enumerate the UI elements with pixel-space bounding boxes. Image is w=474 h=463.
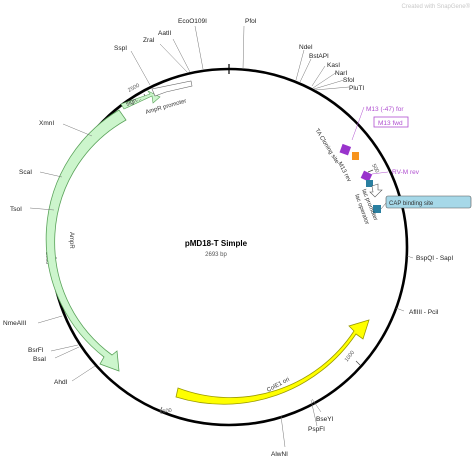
leader-alwni [280, 415, 286, 448]
plasmid-length: 2693 bp [205, 252, 227, 258]
site-alwni[interactable]: AlwNI [271, 451, 288, 458]
ampr-promoter-label: AmpR promoter [145, 98, 187, 115]
site-kasi[interactable]: KasI [327, 62, 340, 69]
tick-label-1500: 1500 [159, 408, 172, 416]
site-pfoi[interactable]: PfoI [245, 18, 257, 25]
site-pluti[interactable]: PluTI [349, 85, 364, 92]
ta-cloning-site-marker[interactable] [352, 152, 359, 160]
site-nmeaiii[interactable]: NmeAIII [3, 320, 27, 327]
m13-fwd-label: M13 fwd [378, 120, 403, 127]
site-pspfi[interactable]: PspFI [308, 426, 325, 433]
rv-m-rev-label[interactable]: RV-M rev [392, 169, 420, 176]
cole1-ori-arrow[interactable] [175, 319, 370, 405]
m13-47-for-leader [351, 106, 365, 141]
leader-bseyi [311, 398, 322, 413]
tick-label-2500: 2500 [127, 83, 141, 94]
site-bspqi-sapi[interactable]: BspQI - SapI [416, 255, 453, 262]
leader-pfoi [242, 25, 245, 70]
ampr-feature-arrow[interactable] [45, 109, 127, 372]
leader-aatii [172, 38, 191, 73]
ta-cloning-site-label: TA Cloning site [313, 128, 340, 166]
leader-bsai [54, 346, 80, 359]
cap-binding-site-marker[interactable] [373, 205, 381, 213]
site-bstapi[interactable]: BstAPI [309, 53, 329, 60]
cap-binding-site-box[interactable] [385, 195, 472, 209]
ampr-promoter-arrow[interactable] [151, 80, 193, 97]
site-eco0109i[interactable]: EcoO109I [178, 18, 207, 25]
cap-binding-site-leader [380, 202, 387, 210]
site-bsrfi[interactable]: BsrFI [28, 347, 44, 354]
site-sfoi[interactable]: SfoI [343, 77, 355, 84]
site-nari[interactable]: NarI [335, 70, 347, 77]
lac-operator-marker[interactable] [366, 180, 373, 187]
leader-xmni [62, 123, 93, 137]
site-ndei[interactable]: NdeI [299, 44, 313, 51]
site-xmni[interactable]: XmnI [39, 120, 54, 127]
m13-47-for-label[interactable]: M13 (-47) for [366, 106, 404, 113]
site-leaders [29, 25, 414, 448]
leader-nari [312, 71, 338, 89]
tick-mark-1000 [355, 360, 361, 366]
leader-bspqi-sapi [406, 255, 414, 259]
site-bsai[interactable]: BsaI [33, 356, 46, 363]
site-aatii[interactable]: AatII [158, 30, 172, 37]
leader-scai [39, 171, 63, 178]
site-zrai[interactable]: ZraI [143, 37, 155, 44]
site-bseyi[interactable]: BseYI [316, 416, 334, 423]
rv-m-rev-leader [371, 171, 389, 175]
leader-bstapi [299, 58, 312, 83]
leader-eco0109i [194, 25, 204, 70]
tick-mark-500 [367, 169, 374, 173]
leader-sspi [130, 50, 151, 86]
tick-label-500: 500 [370, 163, 380, 174]
ampr-label: AmpR [68, 232, 74, 249]
leader-zrai [159, 43, 189, 74]
leader-afliii-pcii [395, 307, 405, 312]
lac-promoter-arrow[interactable] [369, 183, 383, 198]
leader-bsrfi [50, 344, 79, 352]
leader-nmeaiii [37, 315, 63, 324]
cap-binding-site-label: CAP binding site [389, 201, 434, 207]
plasmid-name: pMD18-T Simple [185, 239, 248, 248]
leader-sfoi [313, 79, 345, 90]
watermark: Created with SnapGene® [402, 3, 471, 10]
leader-tsoi [29, 207, 55, 211]
site-tsoi[interactable]: TsoI [10, 206, 22, 213]
tick-mark-1500 [159, 406, 163, 413]
m13-47-for-primer-mark[interactable] [339, 143, 352, 156]
signal-label: sign... [125, 96, 142, 108]
m13-rev-label: M13 rev [336, 161, 351, 183]
leader-pspfi [310, 399, 318, 427]
site-sspi[interactable]: SspI [114, 45, 127, 52]
leader-ndei [295, 49, 305, 81]
leader-kasi [311, 65, 326, 87]
restriction-sites: EcoO109I PfoI AatII ZraI SspI NdeI BstAP… [3, 18, 453, 458]
tick-label-1000: 1000 [344, 350, 356, 363]
leader-pluti [314, 86, 350, 91]
site-scai[interactable]: ScaI [19, 169, 32, 176]
site-ahdi[interactable]: AhdI [54, 379, 68, 386]
leader-ahdi [71, 365, 96, 382]
site-afliii-pcii[interactable]: AflIII - PciI [409, 309, 439, 316]
rv-m-rev-primer-mark[interactable] [360, 170, 373, 182]
m13-fwd-box[interactable] [373, 116, 409, 128]
